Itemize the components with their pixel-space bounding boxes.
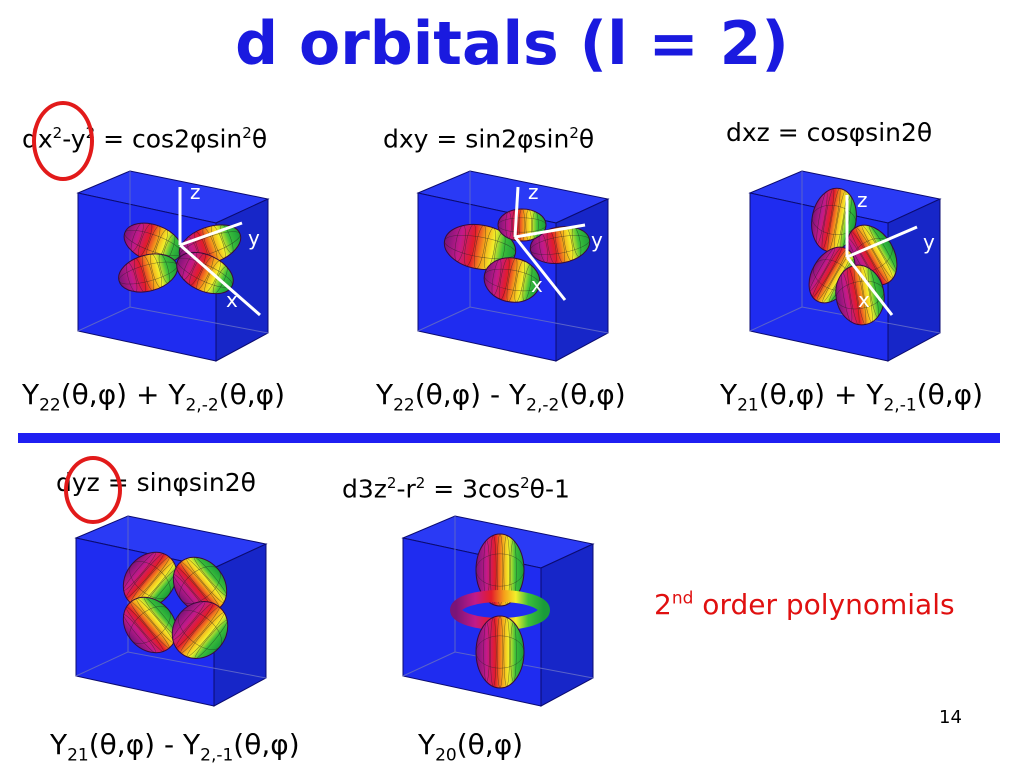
combo-y22-plus-y2m2: Y22(θ,φ) + Y2,-2(θ,φ): [22, 378, 286, 416]
orbital-dx2y2-figure: z y x: [76, 170, 270, 362]
z-axis: [513, 186, 520, 238]
x-axis: [513, 236, 567, 301]
combo-y22-minus-y2m2: Y22(θ,φ) - Y2,-2(θ,φ): [376, 378, 626, 416]
orbital-dyz-figure: [74, 515, 268, 707]
z-axis-label: z: [190, 180, 201, 204]
formula-dxy: dxy = sin2φsin2θ: [383, 124, 595, 154]
y-axis-label: y: [248, 226, 260, 250]
page-number: 14: [939, 707, 962, 728]
orbital-lobe: [172, 556, 228, 614]
orbital-lobe: [475, 533, 525, 607]
orbital-lobe: [171, 601, 229, 659]
z-axis-label: z: [528, 180, 539, 204]
orbital-lobe: [529, 226, 591, 264]
combo-y21-plus-y2m1: Y21(θ,φ) + Y2,-1(θ,φ): [720, 378, 984, 416]
x-axis-label: x: [858, 288, 870, 312]
y-axis: [846, 225, 918, 259]
combo-y20: Y20(θ,φ): [418, 728, 524, 766]
x-axis: [179, 243, 261, 317]
combo-y21-minus-y2m1: Y21(θ,φ) - Y2,-1(θ,φ): [50, 728, 300, 766]
orbital-lobe: [483, 257, 541, 303]
section-separator: [18, 433, 1000, 443]
orbital-lobe: [443, 223, 517, 271]
cube-hidden-edge: [749, 306, 803, 332]
highlight-circle-dx2y2: [32, 101, 94, 181]
x-axis: [845, 256, 894, 316]
y-axis: [179, 221, 243, 247]
cube-hidden-edge: [469, 306, 609, 334]
cube-side-face: [555, 198, 609, 362]
x-axis-label: x: [531, 273, 543, 297]
cube-hidden-edge: [77, 306, 131, 332]
highlight-circle-dyz: [64, 456, 122, 524]
cube-hidden-edge: [127, 651, 267, 679]
y-axis-label: y: [923, 230, 935, 254]
orbital-dxz-figure: z y x: [748, 170, 942, 362]
cube-hidden-edge: [75, 651, 129, 677]
orbital-dxy-figure: z y x: [416, 170, 610, 362]
formula-d3z2-r2: d3z2-r2 = 3cos2θ-1: [342, 474, 570, 504]
cube-side-face: [887, 198, 941, 362]
cube-hidden-edge: [417, 306, 471, 332]
y-axis: [514, 223, 586, 239]
cube-hidden-edge: [129, 306, 269, 334]
second-order-note: 2nd order polynomials: [654, 588, 955, 621]
formula-dxz: dxz = cosφsin2θ: [726, 118, 933, 147]
slide-title: d orbitals (l = 2): [235, 9, 789, 79]
orbital-lobe: [475, 615, 525, 689]
cube-hidden-edge: [402, 651, 456, 677]
z-axis-label: z: [857, 188, 868, 212]
x-axis-label: x: [226, 288, 238, 312]
cube-side-face: [540, 543, 594, 707]
orbital-d3z2r2-figure: [401, 515, 595, 707]
y-axis-label: y: [591, 228, 603, 252]
